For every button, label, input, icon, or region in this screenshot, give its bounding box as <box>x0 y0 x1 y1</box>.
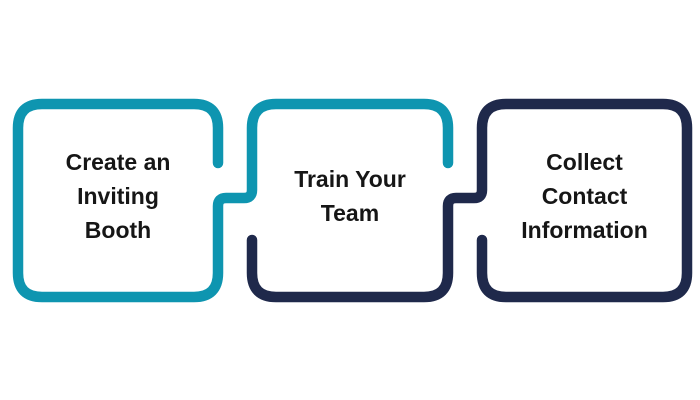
outline-navy-box2-to-box3 <box>246 98 693 303</box>
outline-teal-box1-to-box2 <box>12 98 454 303</box>
